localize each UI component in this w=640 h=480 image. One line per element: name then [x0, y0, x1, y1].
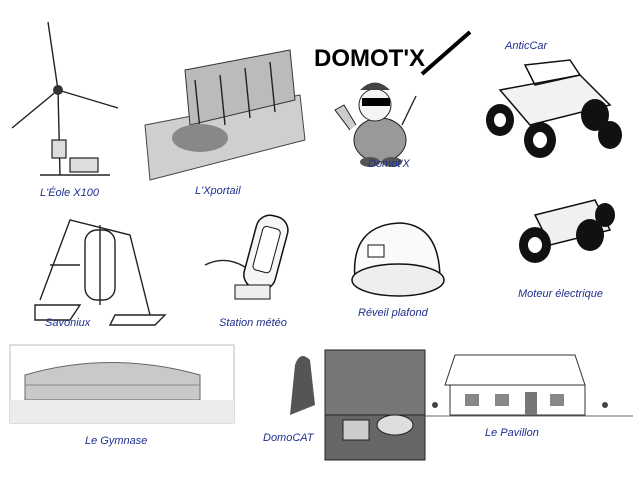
item-moteur[interactable]: Moteur électrique: [505, 185, 635, 310]
gymnasium-icon: [9, 344, 235, 424]
item-domotx[interactable]: Domot'X: [330, 70, 430, 180]
weather-station-icon: [204, 214, 289, 300]
gate-icon: [144, 49, 306, 181]
item-label: Le Gymnase: [85, 435, 148, 447]
case-icon: [290, 349, 426, 461]
item-savoniux[interactable]: Savoniux: [30, 205, 170, 335]
item-xportail[interactable]: L'Xportail: [140, 40, 310, 205]
item-label: Moteur électrique: [518, 288, 603, 300]
item-label: Savoniux: [45, 317, 91, 329]
item-domocat[interactable]: DomoCAT: [255, 345, 435, 465]
item-label: AnticCar: [505, 40, 548, 52]
item-label: Station météo: [219, 317, 287, 329]
mascot-icon: [334, 82, 417, 167]
item-label: Le Pavillon: [485, 427, 539, 439]
item-label: L'Xportail: [195, 185, 241, 197]
item-label: DomoCAT: [263, 432, 314, 444]
item-anticcar[interactable]: AnticCar: [470, 35, 630, 175]
item-label: Domot'X: [368, 158, 410, 170]
domotx-logo: DOMOT'X: [312, 30, 472, 80]
logo-text: DOMOT'X: [314, 45, 425, 72]
ceiling-clock-icon: [351, 222, 445, 297]
motor-car-icon: [519, 199, 615, 263]
item-pavillon[interactable]: Le Pavillon: [425, 350, 635, 445]
item-reveil[interactable]: Réveil plafond: [330, 215, 460, 325]
item-eole[interactable]: L'Éole X100: [0, 0, 150, 200]
wind-turbine-icon: [11, 21, 119, 176]
item-label: L'Éole X100: [40, 187, 99, 199]
car-icon: [486, 59, 622, 158]
item-gymnase[interactable]: Le Gymnase: [9, 344, 235, 455]
item-station[interactable]: Station météo: [195, 205, 315, 335]
item-label: Réveil plafond: [358, 307, 428, 319]
savonius-turbine-icon: [34, 219, 167, 326]
house-icon: [425, 354, 633, 417]
logo-graphic: DOMOT'X: [314, 30, 472, 76]
